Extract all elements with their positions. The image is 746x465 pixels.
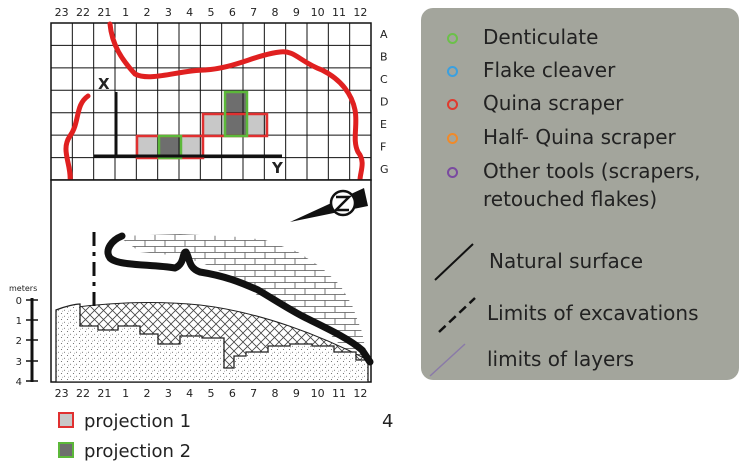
- green-dot-icon: [447, 33, 458, 44]
- grid-column-label: 22: [76, 387, 90, 400]
- grid-column-label: 9: [293, 6, 300, 19]
- legend-label: Other tools (scrapers,: [483, 159, 701, 183]
- grid-column-label: 12: [353, 6, 367, 19]
- projection-1-label: projection 1: [84, 411, 191, 432]
- grid-column-label: 8: [272, 387, 279, 400]
- grid-column-label: 6: [229, 6, 236, 19]
- grid-row-label: B: [380, 51, 388, 64]
- grid-row-label: E: [380, 118, 387, 131]
- scale-tick-label: 2: [16, 336, 22, 347]
- projection-2-swatch: [58, 442, 74, 458]
- grid-column-label: 1: [122, 387, 129, 400]
- grid-column-label: 2: [144, 387, 151, 400]
- grid-column-label: 12: [353, 387, 367, 400]
- plan-grid-frame: [50, 22, 372, 181]
- red-dot-icon: [447, 99, 458, 110]
- grid-column-label: 7: [250, 6, 257, 19]
- blue-dot-icon: [447, 66, 458, 77]
- purple-dot-icon: [447, 167, 458, 178]
- scale-tick-label: 4: [16, 377, 22, 388]
- cave-boundary-line: [63, 21, 365, 185]
- grid-column-label: 5: [208, 6, 215, 19]
- grid-column-label: 11: [332, 387, 346, 400]
- grid-row-label: D: [380, 96, 388, 109]
- orange-dot-icon: [447, 133, 458, 144]
- stippled-layer: [55, 303, 369, 383]
- layer-limit-line-icon: [429, 343, 466, 377]
- north-arrow-icon: [290, 188, 368, 222]
- grid-column-label: 22: [76, 6, 90, 19]
- grid-column-label: 7: [250, 387, 257, 400]
- grid-column-label: 4: [186, 6, 193, 19]
- projection-2-cell: [159, 136, 181, 158]
- scale-tick-label: 3: [16, 357, 22, 368]
- grid-column-label: 10: [311, 387, 325, 400]
- grid-column-label: 3: [165, 387, 172, 400]
- grid-column-label: 1: [122, 6, 129, 19]
- y-axis-label: Y: [271, 159, 284, 177]
- grid-column-label: 21: [97, 387, 111, 400]
- grid-column-label: 23: [55, 387, 69, 400]
- scale-tick-label: 0: [16, 296, 22, 307]
- projection-2-label: projection 2: [84, 441, 191, 462]
- legend-label: Flake cleaver: [483, 58, 616, 82]
- legend-label: Natural surface: [489, 249, 644, 273]
- depth-scale: meters 0 1 2 3 4: [9, 284, 38, 388]
- projection-1-swatch: [58, 412, 74, 428]
- grid-row-label: C: [380, 73, 388, 86]
- legend-label: Limits of excavations: [487, 301, 699, 325]
- grid-column-label: 9: [293, 387, 300, 400]
- legend-label: limits of layers: [487, 347, 635, 371]
- legend-label: Denticulate: [483, 25, 599, 49]
- grid-column-label: 23: [55, 6, 69, 19]
- grid-column-label: 8: [272, 6, 279, 19]
- natural-surface-line: [104, 232, 374, 366]
- grid-row-label: A: [380, 28, 388, 41]
- grid-column-label: 11: [332, 6, 346, 19]
- legend-label: retouched flakes): [483, 187, 658, 211]
- grid-column-label: 5: [208, 387, 215, 400]
- grid-column-label: 4: [186, 387, 193, 400]
- natural-surface-line-icon: [434, 243, 474, 281]
- grid-column-label: 10: [311, 6, 325, 19]
- grid-row-label: F: [380, 140, 386, 153]
- grid-column-label: 3: [165, 6, 172, 19]
- grid-column-label: 6: [229, 387, 236, 400]
- figure-number: 4: [382, 411, 393, 432]
- grid-column-label: 2: [144, 6, 151, 19]
- legend-panel: Denticulate Flake cleaver Quina scraper …: [421, 8, 739, 380]
- scale-unit-label: meters: [9, 284, 37, 293]
- grid-row-label: G: [380, 163, 389, 176]
- grid-column-label: 21: [97, 6, 111, 19]
- excavation-limit-line-icon: [438, 297, 476, 333]
- projection-2-outline: [223, 90, 249, 138]
- scale-tick-label: 1: [16, 316, 22, 327]
- legend-label: Quina scraper: [483, 91, 624, 115]
- legend-label: Half- Quina scraper: [483, 125, 676, 149]
- x-axis-label: X: [98, 75, 110, 93]
- projection-2-outline: [157, 134, 183, 160]
